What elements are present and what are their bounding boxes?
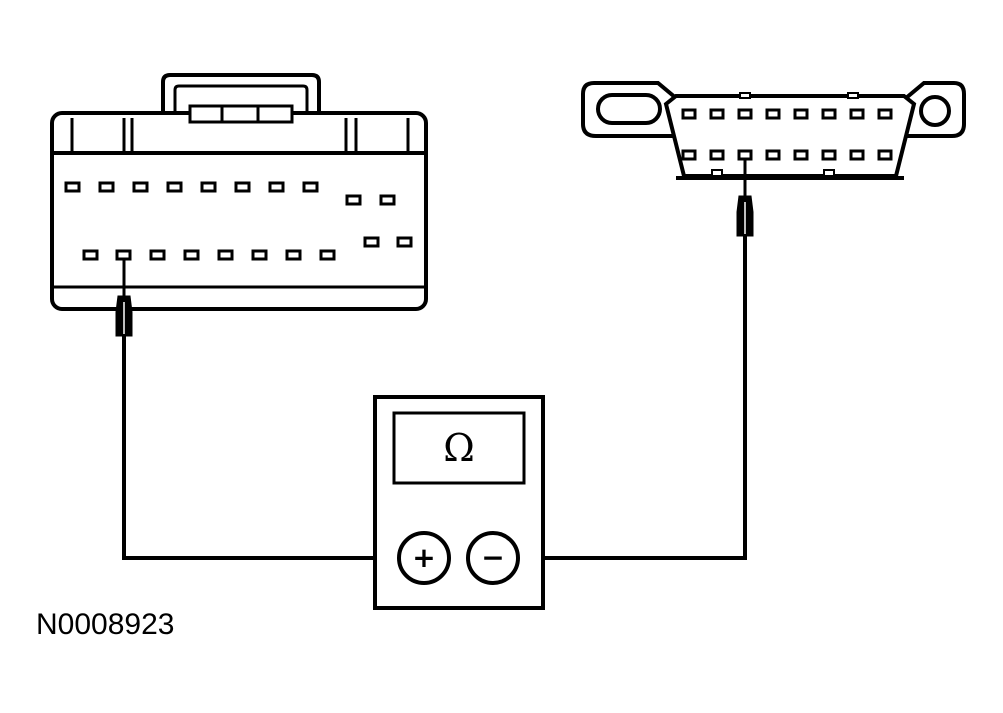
dlc-connector (581, 81, 966, 180)
ohm-symbol: Ω (443, 426, 475, 470)
connector-pin-row-bottom (82, 236, 413, 261)
mounting-slot (596, 93, 662, 125)
positive-lead-wire (122, 336, 399, 560)
dlc-pin-row-top (681, 108, 893, 120)
negative-probe (736, 159, 754, 237)
dlc-body (663, 94, 917, 178)
connector-body (50, 111, 428, 311)
mounting-hole (919, 95, 951, 127)
module-connector (50, 73, 428, 311)
negative-terminal-label: − (481, 541, 504, 574)
ohmmeter: Ω + − (373, 395, 545, 610)
negative-lead-wire (518, 236, 747, 560)
test-leads (122, 236, 747, 560)
positive-terminal-label: + (412, 541, 435, 574)
figure-id: N0008923 (36, 608, 175, 641)
positive-terminal (397, 531, 451, 585)
meter-display (392, 411, 526, 485)
connector-pin-row-top (64, 181, 396, 206)
dlc-pin-row-bottom (681, 149, 893, 161)
negative-terminal (466, 531, 520, 585)
positive-probe (115, 259, 133, 337)
